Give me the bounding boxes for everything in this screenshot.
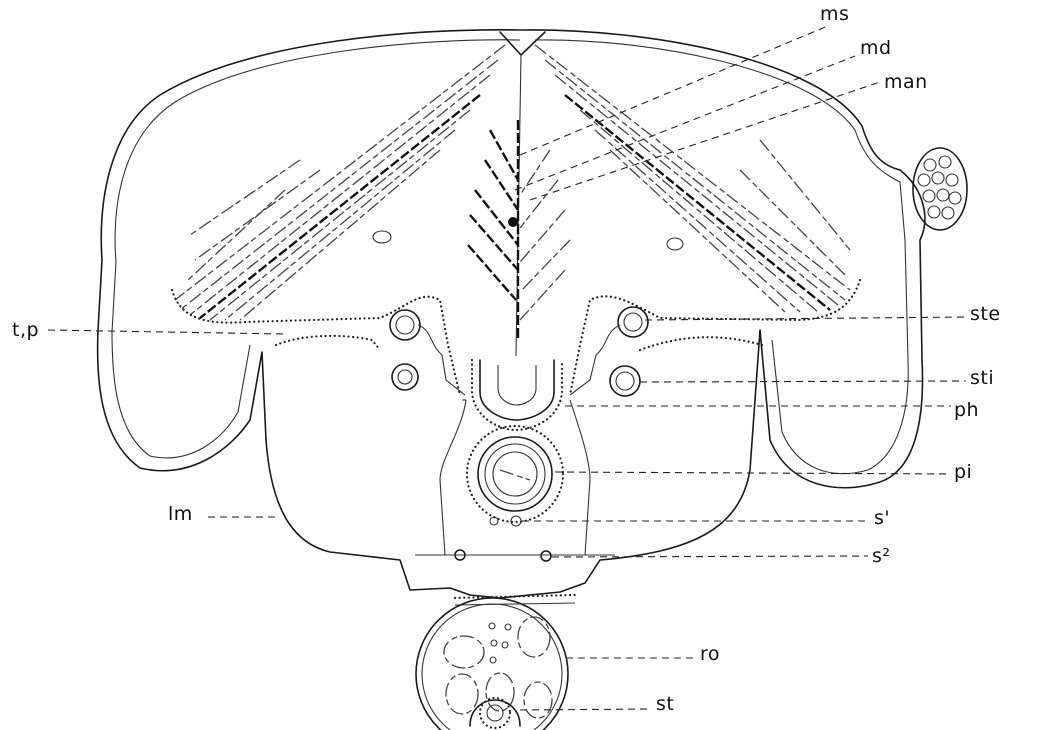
right-muscle-mass [535,45,850,312]
label-sti: sti [970,367,994,389]
label-ste: ste [970,303,1001,325]
lower-gland [470,698,520,728]
pharynx [480,360,554,420]
label-lm: lm [168,503,193,525]
top-notch [500,32,545,55]
central-gland [467,426,563,522]
trachea-lower-left [392,364,418,390]
trachea-upper-right [618,307,648,337]
eye [913,148,967,230]
leader-sti [640,381,966,382]
label-ms: ms [820,3,849,25]
left-muscle-mass [175,45,505,320]
label-ro: ro [700,643,720,665]
dotted-margin-right [570,280,860,395]
label-tp: t,p [12,319,39,341]
label-ph: ph [954,399,979,421]
leader-man [530,82,880,200]
label-man: man [884,71,928,93]
leader-md [515,56,855,190]
s2-right [541,551,551,561]
label-s2: s² [872,545,891,567]
body-outline [98,30,925,598]
central-mandible [468,120,570,340]
label-md: md [860,37,892,59]
leader-tp [48,330,285,334]
trachea-upper-left [390,310,420,340]
leader-st [520,709,652,710]
vessel-right [667,238,683,250]
dotted-lm-left [276,336,380,350]
vessel-left [373,231,391,243]
leader-pi [555,472,950,474]
label-s1: s' [874,507,890,529]
dotted-lm-right [640,337,762,350]
label-pi: pi [954,461,972,483]
inner-lining [112,40,520,458]
trachea-lower-right [610,366,640,396]
leader-s2 [552,556,868,557]
leader-ms [520,25,830,155]
label-st: st [656,693,674,715]
